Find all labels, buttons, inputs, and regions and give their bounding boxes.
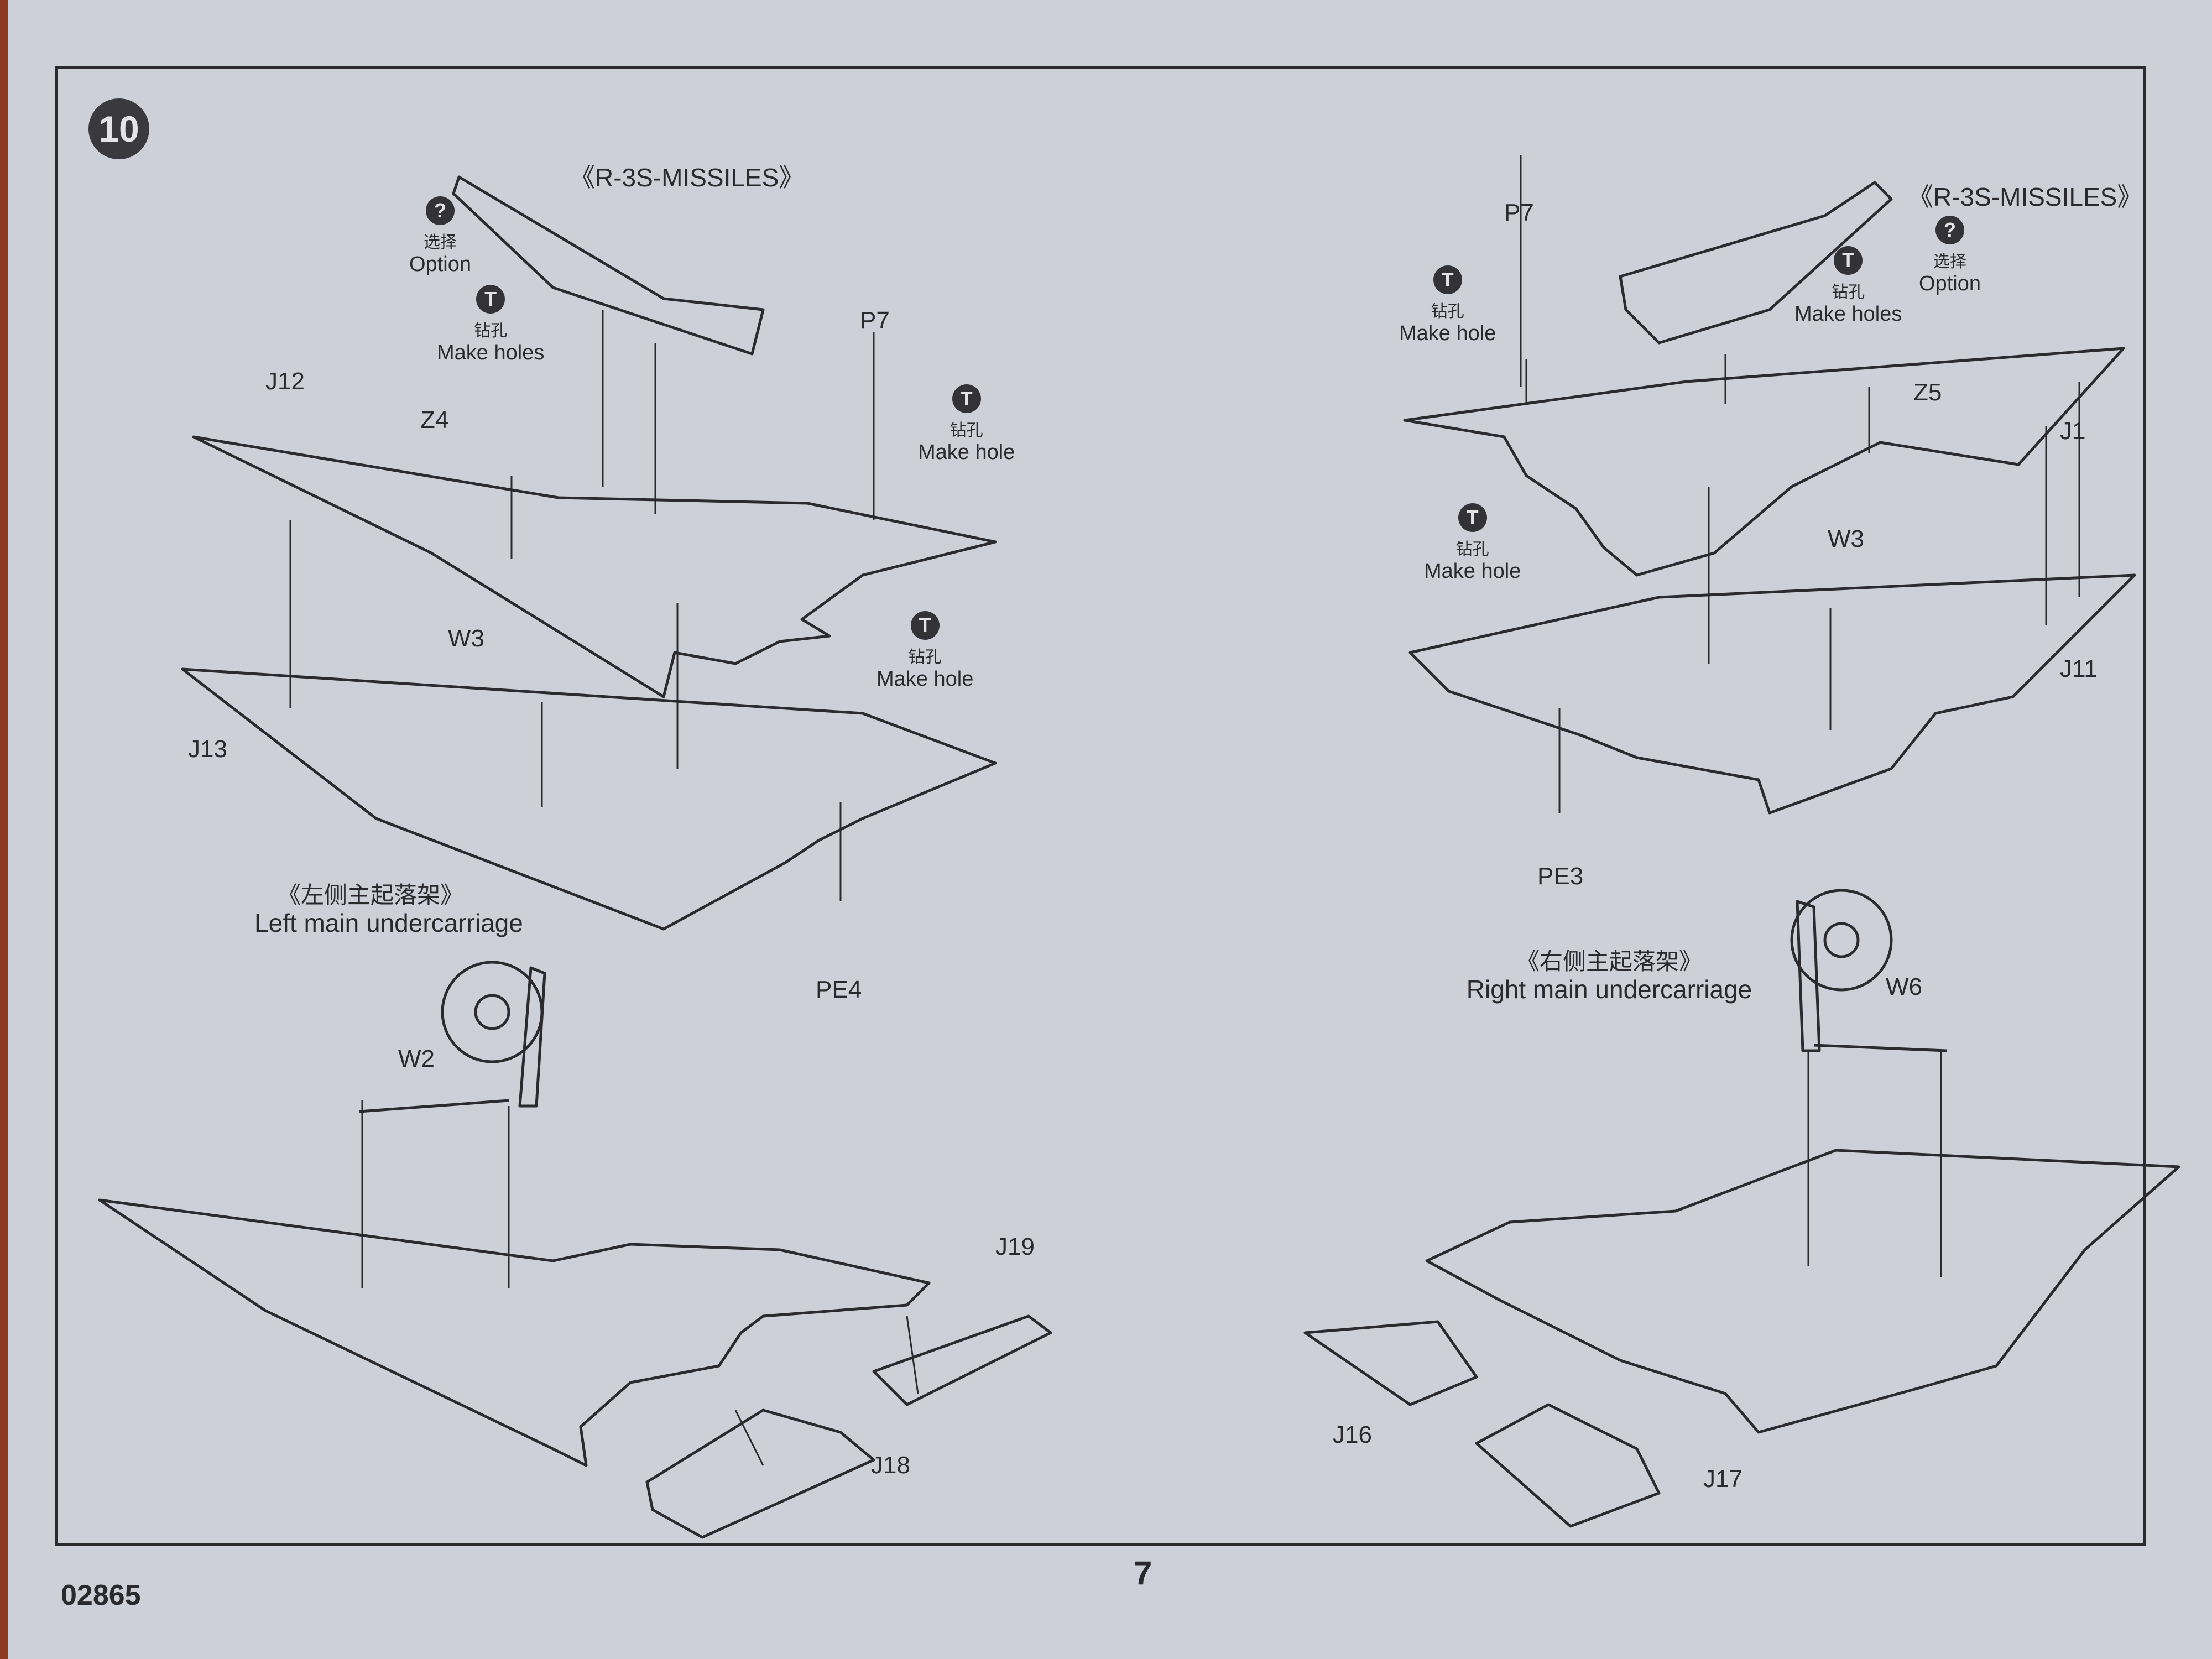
- part-label-w3-right: W3: [1828, 525, 1864, 552]
- part-label-j18: J18: [871, 1452, 910, 1479]
- part-label-w2: W2: [398, 1045, 435, 1072]
- missile-right: [1619, 181, 1893, 345]
- missile-left: [452, 175, 765, 356]
- flap-j18: [645, 1408, 875, 1539]
- drill-icon: T: [952, 384, 981, 413]
- part-label-pe3: PE3: [1537, 863, 1584, 890]
- wheel-right: [1790, 889, 1893, 992]
- missiles-label-right: 《R-3S-MISSILES》: [1908, 182, 2143, 211]
- right-undercarriage-title: 《右侧主起落架》 Right main undercarriage: [1466, 948, 1752, 1004]
- drill-icon: T: [1433, 265, 1462, 294]
- part-label-j19: J19: [995, 1233, 1035, 1260]
- make-hole-note-c: T 钻孔 Make hole: [1399, 265, 1496, 346]
- flap-j19: [872, 1314, 1052, 1406]
- option-icon: ?: [425, 196, 455, 225]
- option-note-right: ? 选择 Option: [1919, 216, 1981, 296]
- drill-icon: T: [476, 285, 505, 314]
- part-label-j16: J16: [1333, 1421, 1372, 1448]
- wing-lower-right: [1408, 573, 2136, 815]
- make-hole-note-a: T 钻孔 Make hole: [918, 384, 1015, 465]
- part-label-j11: J11: [2060, 655, 2098, 682]
- flap-j17: [1475, 1403, 1661, 1528]
- drill-icon: T: [1834, 246, 1863, 275]
- part-label-p7-right: P7: [1504, 199, 1534, 226]
- part-label-w6: W6: [1886, 973, 1922, 1000]
- part-label-w3-left: W3: [448, 625, 484, 652]
- part-label-j12: J12: [265, 368, 305, 395]
- wing-upper-right: [1403, 347, 2125, 577]
- part-label-z4: Z4: [420, 406, 449, 434]
- option-icon: ?: [1935, 216, 1964, 244]
- wing-gear-right: [1425, 1149, 2180, 1434]
- missiles-label-left: 《R-3S-MISSILES》: [570, 163, 805, 192]
- page-frame: [55, 66, 2146, 1546]
- part-label-j17: J17: [1703, 1465, 1743, 1493]
- option-note-left: ? 选择 Option: [409, 196, 471, 276]
- make-holes-note-left: T 钻孔 Make holes: [437, 285, 544, 365]
- wing-gear-left: [98, 1198, 931, 1467]
- part-label-pe4: PE4: [816, 976, 862, 1003]
- part-label-j13: J13: [188, 735, 227, 763]
- product-code: 02865: [61, 1579, 141, 1611]
- part-label-j1: J1: [2060, 418, 2086, 445]
- page-number: 7: [1134, 1554, 1152, 1592]
- step-number-badge: 10: [88, 98, 149, 159]
- instruction-sheet: [8, 0, 2212, 1659]
- wing-lower-left: [181, 667, 997, 931]
- drill-icon: T: [1458, 503, 1487, 532]
- make-hole-note-b: T 钻孔 Make hole: [877, 611, 973, 691]
- drill-icon: T: [910, 611, 940, 640]
- part-label-z5: Z5: [1913, 379, 1942, 406]
- left-undercarriage-title: 《左侧主起落架》 Left main undercarriage: [254, 882, 523, 938]
- make-hole-note-d: T 钻孔 Make hole: [1424, 503, 1521, 583]
- part-label-p7-left: P7: [860, 307, 890, 334]
- wing-upper-left: [192, 435, 997, 698]
- flap-j16: [1303, 1320, 1478, 1406]
- make-holes-note-right: T 钻孔 Make holes: [1794, 246, 1902, 326]
